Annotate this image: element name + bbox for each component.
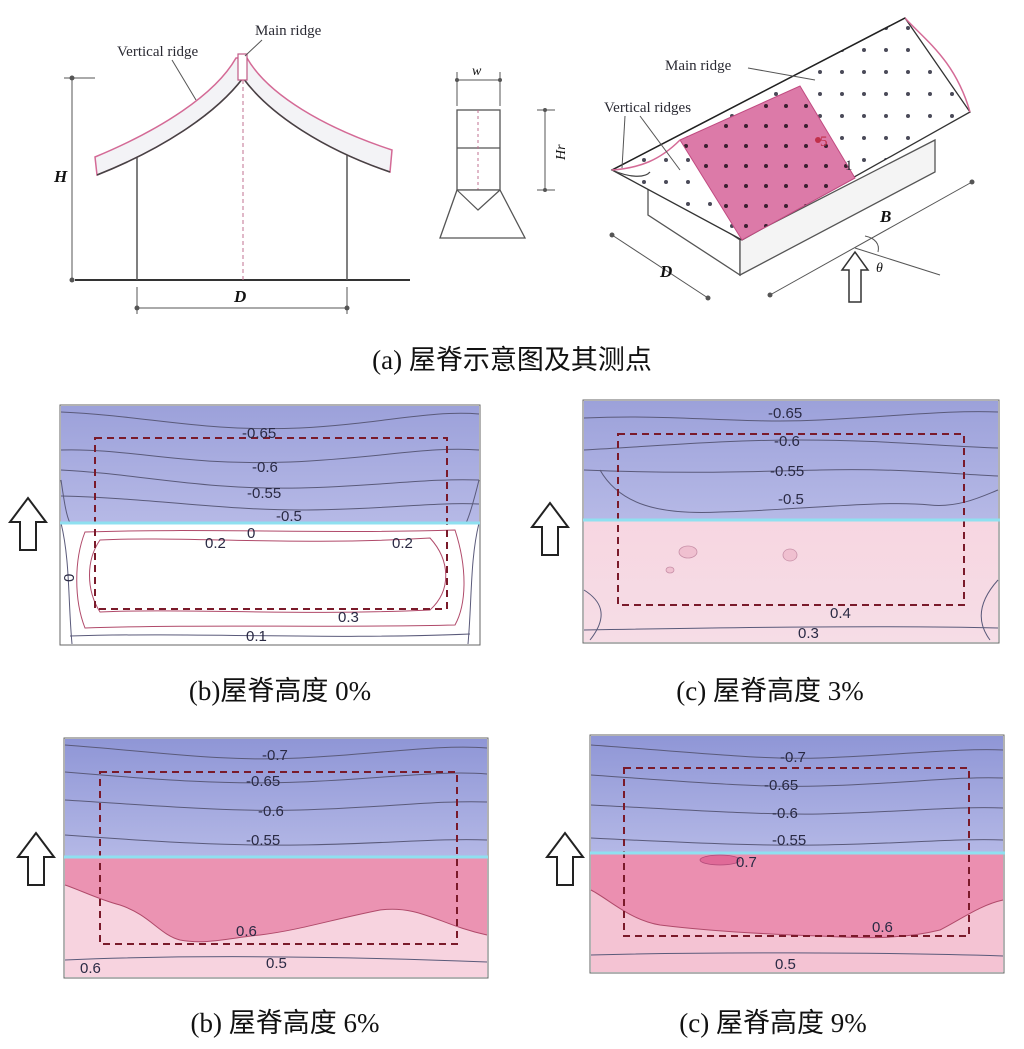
contour-panel-6: -0.7 -0.65 -0.6 -0.55 0.6 0.6 0.5	[16, 737, 489, 979]
contour-label: 0.2	[392, 535, 413, 552]
contour-label: 0.3	[798, 625, 819, 642]
contour-label: 0.6	[236, 923, 257, 940]
contour-label: -0.6	[772, 805, 798, 822]
caption-a: (a) 屋脊示意图及其测点	[372, 345, 652, 375]
contour-label: 0	[247, 525, 255, 542]
caption-c-9: (c) 屋脊高度 9%	[679, 1008, 866, 1038]
contour-label: -0.55	[247, 485, 281, 502]
contour-label: 0.6	[872, 919, 893, 936]
wind-direction-arrow-icon	[530, 501, 570, 556]
point-1-label: 1	[845, 158, 853, 174]
contour-label: 0	[61, 574, 78, 582]
depth-label: D	[233, 287, 246, 306]
contour-label: 0.3	[338, 609, 359, 626]
contour-label: 0.6	[80, 960, 101, 977]
ridge-height-label: Hr	[554, 144, 569, 161]
caption-b-6: (b) 屋脊高度 6%	[191, 1008, 380, 1038]
contour-label: -0.65	[242, 425, 276, 442]
contour-label: -0.7	[262, 747, 288, 764]
contour-label: 0.2	[205, 535, 226, 552]
contour-panel-0: -0.65 -0.6 -0.55 -0.5 0 0.2 0.2 0 0.3 0.…	[8, 404, 481, 646]
main-ridge-label-right: Main ridge	[665, 58, 732, 74]
width-label: w	[472, 64, 482, 79]
panel-a-elevation: H D Vertical ridge Main ridge	[53, 23, 410, 314]
contour-panel-9: -0.7 -0.65 -0.6 -0.55 0.7 0.6 0.5	[545, 734, 1005, 974]
point-5-label: 5	[820, 134, 828, 150]
contour-label: -0.55	[770, 463, 804, 480]
contour-label: 0.5	[775, 956, 796, 973]
contour-label: -0.5	[276, 508, 302, 525]
main-ridge-label-left: Main ridge	[255, 23, 322, 39]
contour-label: -0.55	[246, 832, 280, 849]
breadth-label: B	[879, 207, 891, 226]
contour-label: 0.4	[830, 605, 851, 622]
vertical-ridge-label: Vertical ridge	[117, 44, 199, 60]
panel-a-ridge-section: w Hr	[439, 64, 569, 239]
contour-label: -0.65	[764, 777, 798, 794]
contour-label: -0.55	[772, 832, 806, 849]
contour-label: -0.6	[258, 803, 284, 820]
caption-c-3: (c) 屋脊高度 3%	[676, 676, 863, 706]
contour-label: -0.7	[780, 749, 806, 766]
contour-label: -0.65	[768, 405, 802, 422]
contour-label: 0.5	[266, 955, 287, 972]
contour-label: -0.6	[774, 433, 800, 450]
contour-label: -0.6	[252, 459, 278, 476]
height-label: H	[53, 167, 68, 186]
contour-label: 0.1	[246, 628, 267, 645]
vertical-ridges-label: Vertical ridges	[604, 100, 691, 116]
wind-direction-arrow-icon	[16, 831, 56, 886]
contour-label: -0.65	[246, 773, 280, 790]
panel-a-isometric: 5 1 Main ridge Vertical ridges D B θ	[604, 17, 975, 303]
depth-label-iso: D	[659, 262, 672, 281]
contour-label: 0.7	[736, 854, 757, 871]
contour-label: -0.5	[778, 491, 804, 508]
contour-panel-3: -0.65 -0.6 -0.55 -0.5 0.4 0.3	[530, 399, 1000, 644]
wind-arrow-icon	[840, 250, 870, 303]
wind-direction-arrow-icon	[8, 496, 48, 551]
wind-direction-arrow-icon	[545, 831, 585, 886]
angle-label: θ	[876, 261, 883, 276]
caption-b-0: (b)屋脊高度 0%	[189, 676, 371, 706]
